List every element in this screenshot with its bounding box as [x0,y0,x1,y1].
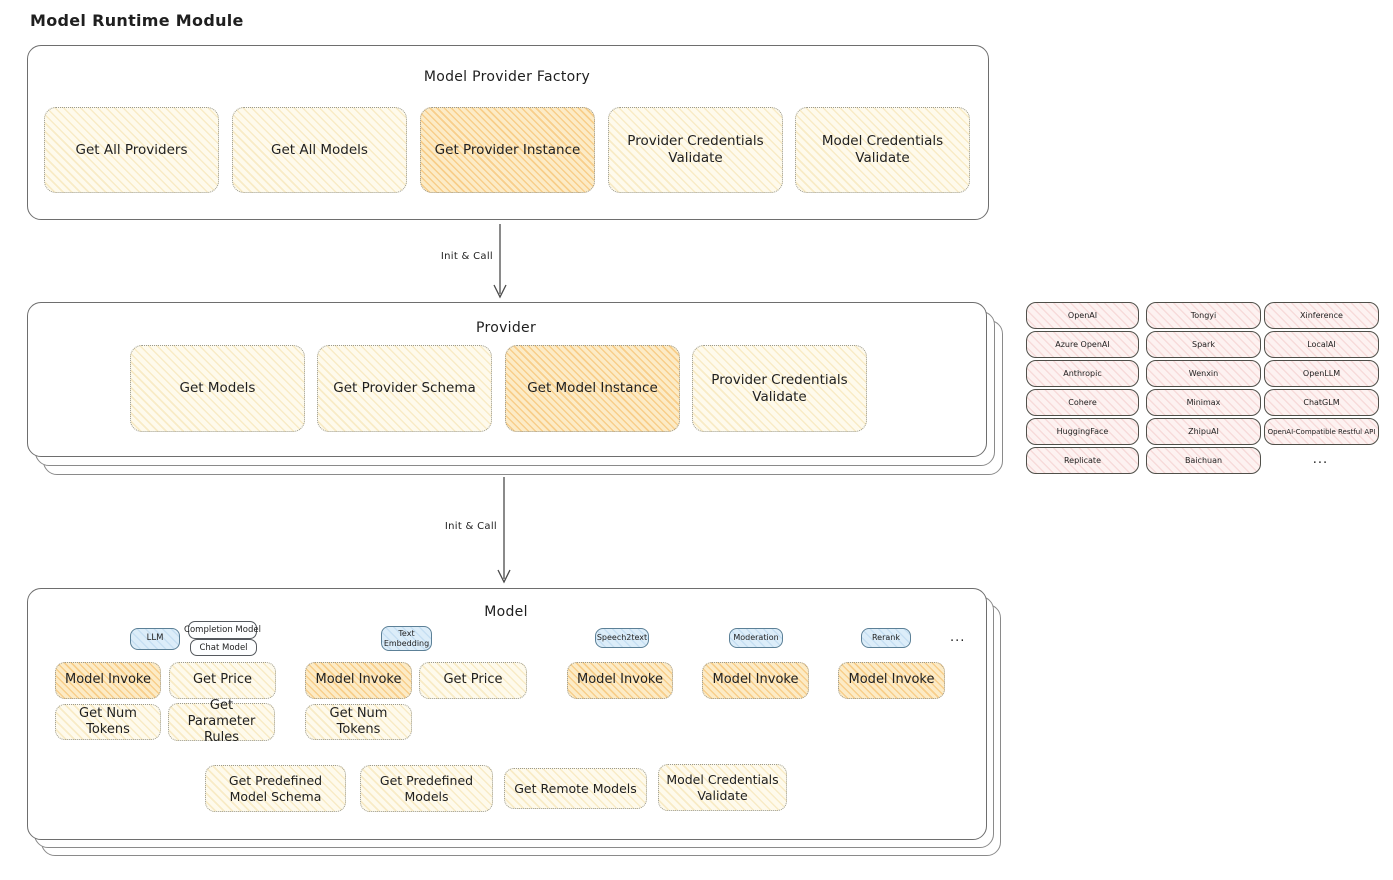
node-provider-credentials-validate-factory: Provider Credentials Validate [608,107,783,193]
node-get-all-providers: Get All Providers [44,107,219,193]
node-model-credentials-validate-model: Model Credentials Validate [658,764,787,811]
node-model-credentials-validate-factory: Model Credentials Validate [795,107,970,193]
factory-title: Model Provider Factory [423,69,591,85]
node-model-invoke-speech2text: Model Invoke [567,662,673,699]
pill-xinference: Xinference [1264,302,1379,329]
pill-openai: OpenAI [1026,302,1139,329]
node-get-model-instance: Get Model Instance [505,345,680,432]
pill-cohere: Cohere [1026,389,1139,416]
page-title: Model Runtime Module [30,11,244,30]
tag-speech2text: Speech2text [595,628,649,648]
pill-openai-compatible-restful-api: OpenAI-Compatible Restful API [1264,418,1379,445]
subtag-completion-model: Completion Model [184,621,261,639]
pill-replicate: Replicate [1026,447,1139,474]
node-get-num-tokens-llm: Get Num Tokens [55,704,161,740]
arrow-down-icon [497,477,511,584]
model-title: Model [484,604,528,620]
node-get-price-llm: Get Price [169,662,276,699]
pill-localai: LocalAI [1264,331,1379,358]
node-provider-credentials-validate-provider: Provider Credentials Validate [692,345,867,432]
node-model-invoke-text-embedding: Model Invoke [305,662,412,699]
pill-azure-openai: Azure OpenAI [1026,331,1139,358]
node-get-remote-models: Get Remote Models [504,768,647,809]
arrow-label-init-call-1: Init & Call [400,251,496,262]
arrow-down-icon [493,224,507,299]
pill-zhipuai: ZhipuAI [1146,418,1261,445]
pill-tongyi: Tongyi [1146,302,1261,329]
tag-llm: LLM [130,628,180,650]
node-get-provider-instance: Get Provider Instance [420,107,595,193]
provider-list-ellipsis: ... [1312,452,1329,467]
node-get-provider-schema: Get Provider Schema [317,345,492,432]
tag-rerank: Rerank [861,628,911,648]
node-get-predefined-model-schema: Get Predefined Model Schema [205,765,346,812]
subtag-chat-model: Chat Model [190,639,257,656]
node-get-price-text-embedding: Get Price [419,662,527,699]
node-get-all-models: Get All Models [232,107,407,193]
pill-spark: Spark [1146,331,1261,358]
node-model-invoke-rerank: Model Invoke [838,662,945,699]
pill-anthropic: Anthropic [1026,360,1139,387]
pill-openllm: OpenLLM [1264,360,1379,387]
model-tags-ellipsis: ... [950,630,966,645]
tag-moderation: Moderation [729,628,783,648]
provider-title: Provider [475,320,537,336]
pill-minimax: Minimax [1146,389,1261,416]
pill-wenxin: Wenxin [1146,360,1261,387]
arrow-label-init-call-2: Init & Call [404,521,500,532]
pill-huggingface: HuggingFace [1026,418,1139,445]
pill-chatglm: ChatGLM [1264,389,1379,416]
node-get-parameter-rules: Get Parameter Rules [168,698,275,745]
node-model-invoke-llm: Model Invoke [55,662,161,699]
pill-baichuan: Baichuan [1146,447,1261,474]
node-get-models: Get Models [130,345,305,432]
node-get-predefined-models: Get Predefined Models [360,765,493,812]
tag-text-embedding: Text Embedding [381,626,432,651]
node-get-num-tokens-text-embedding: Get Num Tokens [305,704,412,740]
node-model-invoke-moderation: Model Invoke [702,662,809,699]
